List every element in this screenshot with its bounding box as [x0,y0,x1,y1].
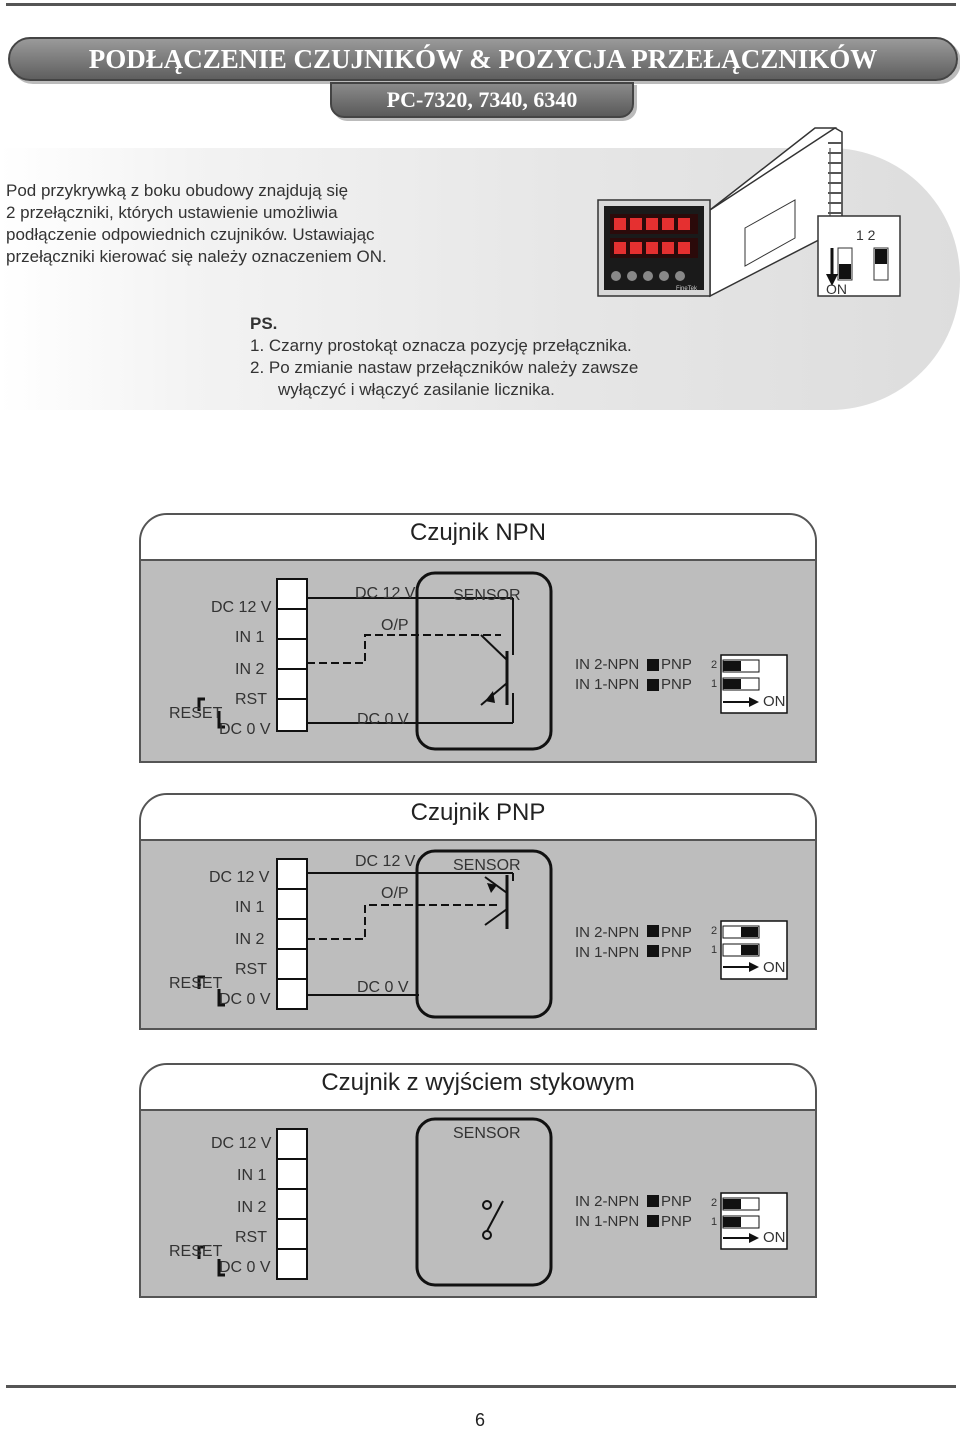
sensor-label: SENSOR [453,587,521,604]
terminal-dc12v: DC 12 V [211,1135,272,1152]
legend-pnp: PNP [661,676,692,693]
wire-dc12v: DC 12 V [355,585,416,602]
ps-label: PS. [250,314,278,333]
title-banner [8,37,958,81]
switch-2-label: 2 [711,659,718,671]
page-number: 6 [474,1410,485,1430]
wire-dc12v: DC 12 V [355,853,416,870]
intro-line: podłączenie odpowiednich czujników. Usta… [6,225,375,244]
contact-wiring-diagram [197,1117,788,1287]
ps-note-2b: wyłączyć i włączyć zasilanie licznika. [278,380,555,399]
ps-note-1: 1. Czarny prostokąt oznacza pozycję prze… [250,336,632,355]
ps-notes: PS. 1. Czarny prostokąt oznacza pozycję … [250,313,638,401]
ps-note-2a: 2. Po zmianie nastaw przełączników należ… [250,358,639,377]
legend-in2: IN 2-NPN [575,656,640,673]
reset-label: RESET [169,975,223,992]
legend-in2: IN 2-NPN [575,1193,640,1210]
panel-npn: Czujnik NPN DC 12 V IN 1 IN 2 RST RESET … [139,513,817,763]
intro-line: przełączniki kierować się należy oznacze… [6,247,387,266]
on-label: ON [826,281,847,297]
device-illustration: FineTek 1 2 ON [597,127,901,298]
switch-on-label: ON [763,959,786,976]
intro-line: 2 przełączniki, których ustawienie umożl… [6,203,338,222]
terminal-dc0v: DC 0 V [219,1259,271,1276]
intro-line: Pod przykrywką z boku obudowy znajdują s… [6,181,349,200]
reset-label: RESET [169,1243,223,1260]
legend-in1: IN 1-NPN [575,1213,640,1230]
wire-dc0v: DC 0 V [357,979,409,996]
panel-pnp: Czujnik PNP DC 12 V IN 1 IN 2 RST RESET … [139,793,817,1030]
reset-label: RESET [169,705,223,722]
panel-contact: Czujnik z wyjściem stykowym DC 12 V IN 1… [139,1063,817,1298]
terminal-in2: IN 2 [235,931,265,948]
legend-pnp: PNP [661,944,692,961]
terminal-in1: IN 1 [237,1167,267,1184]
pnp-wiring-diagram [197,849,788,1019]
wire-op: O/P [381,617,409,634]
legend-in1: IN 1-NPN [575,676,640,693]
bottom-rule [6,1385,956,1388]
switch-on-label: ON [763,1229,786,1246]
terminal-in1: IN 1 [235,629,265,646]
page-title: PODŁĄCZENIE CZUJNIKÓW & POZYCJA PRZEŁĄCZ… [88,44,878,74]
model-subtitle: PC-7320, 7340, 6340 [386,87,578,112]
intro-paragraph: Pod przykrywką z boku obudowy znajdują s… [6,180,476,268]
npn-wiring-diagram [197,571,788,751]
switch-2-label: 2 [711,925,718,937]
device-brand: FineTek [676,286,698,292]
terminal-in2: IN 2 [237,1199,267,1216]
subtitle-banner [330,82,634,118]
switch-1-label: 1 [711,944,718,956]
terminal-in1: IN 1 [235,899,265,916]
sensor-label: SENSOR [453,1125,521,1142]
legend-pnp: PNP [661,924,692,941]
terminal-dc12v: DC 12 V [209,869,270,886]
panel-title: Czujnik PNP [410,799,546,826]
terminal-dc0v: DC 0 V [219,721,271,738]
terminal-dc0v: DC 0 V [219,991,271,1008]
terminal-rst: RST [235,1229,267,1246]
sensor-label: SENSOR [453,857,521,874]
legend-in1: IN 1-NPN [575,944,640,961]
terminal-in2: IN 2 [235,661,265,678]
switch-1-label: 1 [711,1216,718,1228]
wire-dc0v: DC 0 V [357,711,409,728]
terminal-rst: RST [235,961,267,978]
terminal-rst: RST [235,691,267,708]
switch-numbers: 1 2 [856,227,876,243]
wire-op: O/P [381,885,409,902]
terminal-dc12v: DC 12 V [211,599,272,616]
switch-1-label: 1 [711,678,718,690]
legend-pnp: PNP [661,1213,692,1230]
legend-in2: IN 2-NPN [575,924,640,941]
top-rule [6,3,956,6]
legend-pnp: PNP [661,1193,692,1210]
panel-title: Czujnik z wyjściem stykowym [321,1069,635,1096]
switch-on-label: ON [763,693,786,710]
switch-2-label: 2 [711,1197,718,1209]
legend-pnp: PNP [661,656,692,673]
panel-title: Czujnik NPN [409,519,547,546]
